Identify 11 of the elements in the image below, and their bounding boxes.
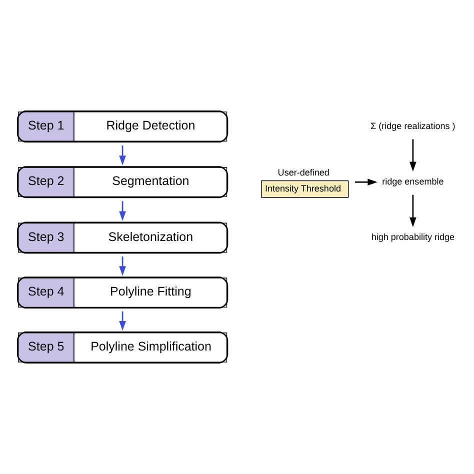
arrow bbox=[119, 201, 126, 221]
arrow bbox=[410, 139, 416, 172]
arrow bbox=[410, 194, 416, 228]
arrow bbox=[119, 146, 126, 166]
arrow bbox=[119, 256, 126, 276]
node-text: ridge ensemble bbox=[382, 176, 444, 186]
arrow bbox=[119, 311, 126, 331]
node-text: high probability ridge bbox=[371, 232, 455, 242]
node-label: User-defined bbox=[278, 167, 330, 178]
arrow bbox=[354, 178, 378, 186]
node-text: Σ (ridge realizations ) bbox=[370, 120, 456, 131]
